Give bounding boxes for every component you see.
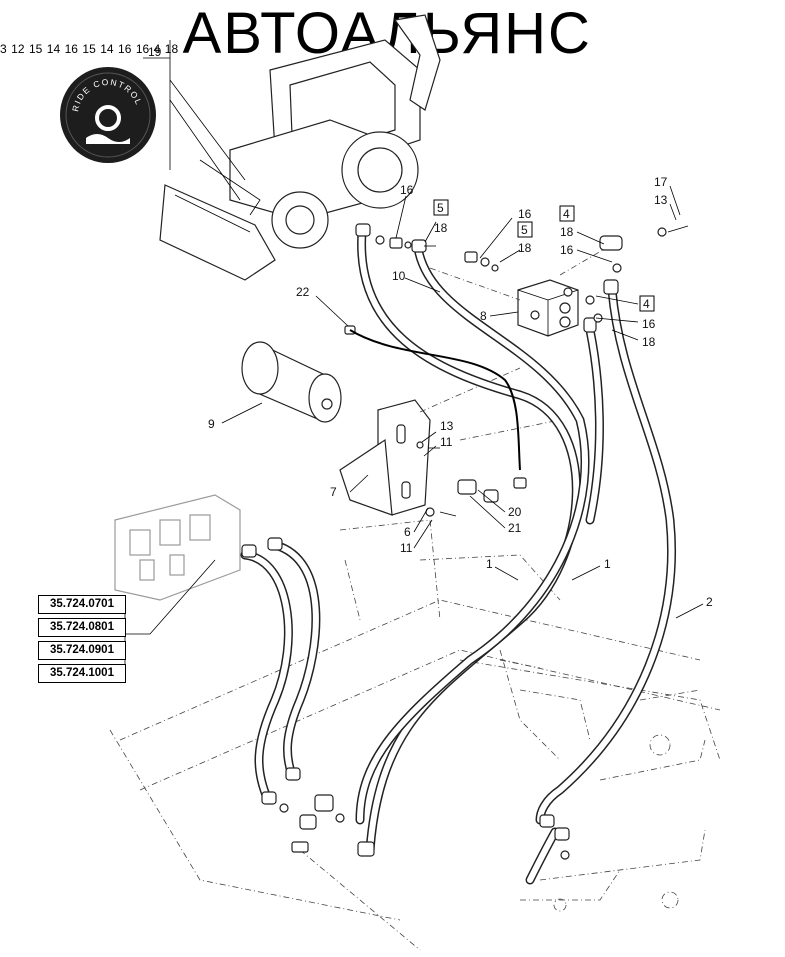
callout-7: 7 bbox=[330, 485, 337, 499]
callout-16-a: 16 bbox=[400, 183, 414, 197]
callout-15-b: 15 bbox=[82, 42, 96, 56]
callout-19: 19 bbox=[148, 45, 162, 59]
reference-35-724-0701[interactable]: 35.724.0701 bbox=[38, 595, 126, 614]
callout-10: 10 bbox=[392, 269, 406, 283]
callout-16-b: 16 bbox=[518, 207, 532, 221]
callout-8: 8 bbox=[480, 309, 487, 323]
callout-13-a: 13 bbox=[654, 193, 668, 207]
callout-box-4-b bbox=[639, 295, 655, 312]
control-valve-block bbox=[114, 494, 241, 601]
mounting-bracket bbox=[339, 399, 431, 516]
callout-14-a: 14 bbox=[46, 42, 61, 56]
callout-17: 17 bbox=[654, 175, 668, 189]
callout-16-c: 16 bbox=[560, 243, 574, 257]
callout-22: 22 bbox=[296, 285, 310, 299]
callout-20: 20 bbox=[508, 505, 522, 519]
callout-12: 12 bbox=[11, 42, 25, 56]
valve-block bbox=[517, 279, 579, 337]
reference-35-724-1001[interactable]: 35.724.1001 bbox=[38, 664, 126, 683]
callout-4-b: 4 bbox=[643, 297, 650, 311]
callout-13-b: 13 bbox=[440, 419, 454, 433]
callout-1-b: 1 bbox=[604, 557, 611, 571]
callout-3: 3 bbox=[0, 42, 7, 56]
hose-1-pair bbox=[355, 227, 590, 855]
callout-18-a: 18 bbox=[434, 221, 448, 235]
callout-18-e: 18 bbox=[164, 42, 179, 56]
electrical-wire bbox=[349, 329, 521, 471]
callout-2: 2 bbox=[706, 595, 713, 609]
callout-6: 6 bbox=[404, 525, 411, 539]
callout-box-5-b bbox=[517, 221, 533, 238]
hose-2 bbox=[535, 285, 676, 825]
callout-16-d: 16 bbox=[642, 317, 656, 331]
chassis-frame-outline bbox=[109, 519, 721, 951]
callout-11-a: 11 bbox=[440, 435, 453, 449]
callout-21: 21 bbox=[508, 521, 522, 535]
callout-15-a: 15 bbox=[28, 42, 43, 56]
callout-4-a: 4 bbox=[563, 207, 570, 221]
callout-5-b: 5 bbox=[521, 223, 528, 237]
accumulator bbox=[241, 341, 342, 423]
callout-16-e: 16 bbox=[64, 42, 78, 56]
ride-control-badge: RIDE CONTROL bbox=[60, 67, 156, 163]
callout-box-4-a bbox=[559, 205, 575, 222]
reference-35-724-0801[interactable]: 35.724.0801 bbox=[38, 618, 126, 637]
ride-control-icon bbox=[95, 105, 121, 131]
callout-18-b: 18 bbox=[518, 241, 532, 255]
callout-1-a: 1 bbox=[486, 557, 493, 571]
callout-16-g: 16 bbox=[135, 42, 150, 56]
callout-14-b: 14 bbox=[100, 42, 114, 56]
callout-16-f: 16 bbox=[118, 42, 132, 56]
reference-35-724-0901[interactable]: 35.724.0901 bbox=[38, 641, 126, 660]
backhoe-loader-illustration bbox=[159, 14, 441, 281]
callout-18-d: 18 bbox=[642, 335, 656, 349]
callout-18-c: 18 bbox=[560, 225, 574, 239]
callout-box-5-a bbox=[433, 199, 449, 216]
callout-5-a: 5 bbox=[437, 201, 444, 215]
callout-9: 9 bbox=[208, 417, 215, 431]
fittings bbox=[241, 223, 689, 860]
callout-4-c: 4 bbox=[153, 42, 161, 56]
hose-3-12-pair bbox=[240, 540, 321, 805]
callout-11-b: 11 bbox=[400, 541, 413, 555]
